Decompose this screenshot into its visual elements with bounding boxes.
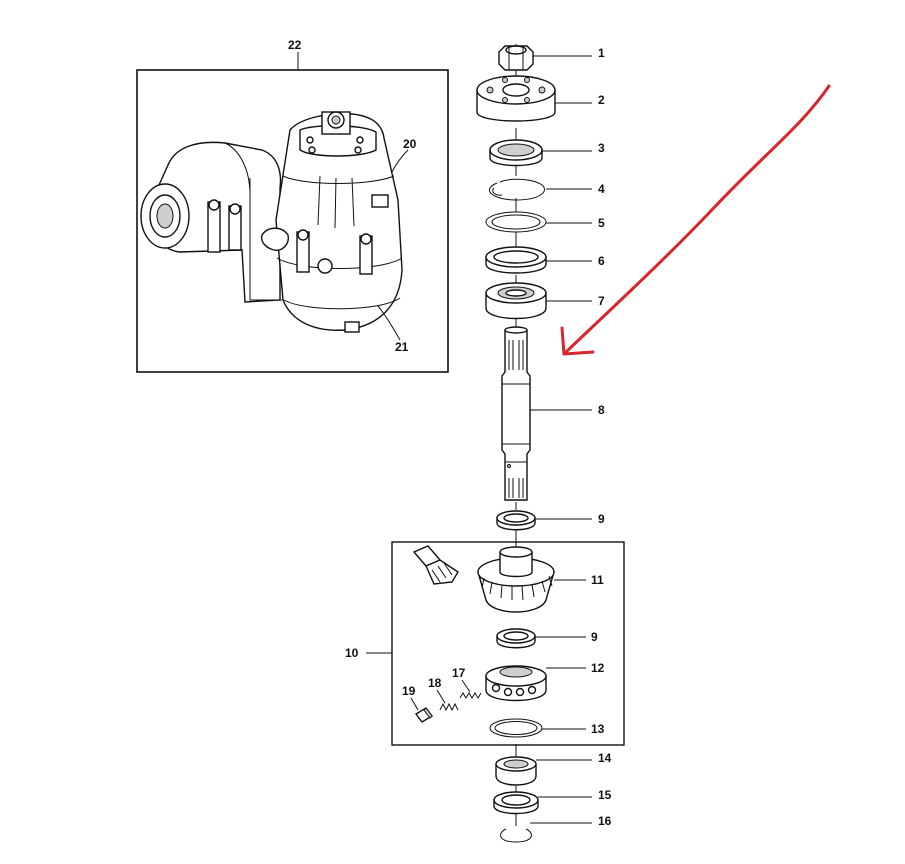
part-11-bevel-gear: 11 bbox=[477, 546, 604, 613]
part-1-slotted-nut: 1 bbox=[498, 45, 605, 71]
part-7-bearing: 7 bbox=[485, 282, 605, 320]
differential-box: 10 11 9 bbox=[345, 541, 625, 746]
part-6-ring: 6 bbox=[485, 246, 605, 274]
callout-4: 4 bbox=[598, 182, 605, 196]
part-9-washer: 9 bbox=[496, 510, 605, 531]
callout-9b: 9 bbox=[591, 630, 598, 644]
callout-16: 16 bbox=[598, 814, 612, 828]
callout-15: 15 bbox=[598, 788, 612, 802]
callout-12: 12 bbox=[591, 661, 605, 675]
callout-14: 14 bbox=[598, 751, 612, 765]
part-9-washer-lower: 9 bbox=[496, 628, 598, 649]
callout-7: 7 bbox=[598, 294, 605, 308]
callout-2: 2 bbox=[598, 93, 605, 107]
callout-5: 5 bbox=[598, 216, 605, 230]
callout-6: 6 bbox=[598, 254, 605, 268]
part-5-ring: 5 bbox=[485, 211, 605, 233]
callout-3: 3 bbox=[598, 141, 605, 155]
small-pinion bbox=[412, 545, 459, 585]
callout-20: 20 bbox=[403, 137, 417, 151]
part-18-spring: 18 bbox=[428, 676, 459, 712]
assembly-inset: 22 bbox=[136, 38, 449, 373]
callout-9a: 9 bbox=[598, 512, 605, 526]
callout-11: 11 bbox=[591, 573, 604, 587]
callout-21: 21 bbox=[395, 340, 409, 354]
callout-19: 19 bbox=[402, 684, 416, 698]
part-3-seal: 3 bbox=[489, 139, 605, 167]
gearbox-main-housing bbox=[249, 111, 403, 333]
part-17-spring: 17 bbox=[452, 666, 482, 699]
callout-1: 1 bbox=[598, 46, 605, 60]
part-13-ring: 13 bbox=[489, 718, 605, 738]
part-4-circlip: 4 bbox=[489, 178, 605, 201]
callout-18: 18 bbox=[428, 676, 442, 690]
part-16-circlip: 16 bbox=[500, 814, 612, 843]
gearbox-side-housing bbox=[140, 141, 282, 303]
callout-17: 17 bbox=[452, 666, 466, 680]
part-19-plunger: 19 bbox=[402, 684, 434, 723]
exploded-stack: 1 2 3 4 bbox=[345, 44, 625, 843]
part-12-bearing-cage: 12 bbox=[485, 661, 605, 702]
part-14-bearing: 14 bbox=[495, 751, 612, 786]
part-8-shaft: 8 bbox=[501, 326, 605, 501]
callout-22: 22 bbox=[288, 38, 302, 52]
part-2-flange: 2 bbox=[476, 75, 605, 122]
callout-8: 8 bbox=[598, 403, 605, 417]
callout-13: 13 bbox=[591, 722, 605, 736]
red-annotation-arrow bbox=[560, 84, 831, 356]
callout-10: 10 bbox=[345, 646, 359, 660]
part-15-washer: 15 bbox=[493, 788, 612, 815]
